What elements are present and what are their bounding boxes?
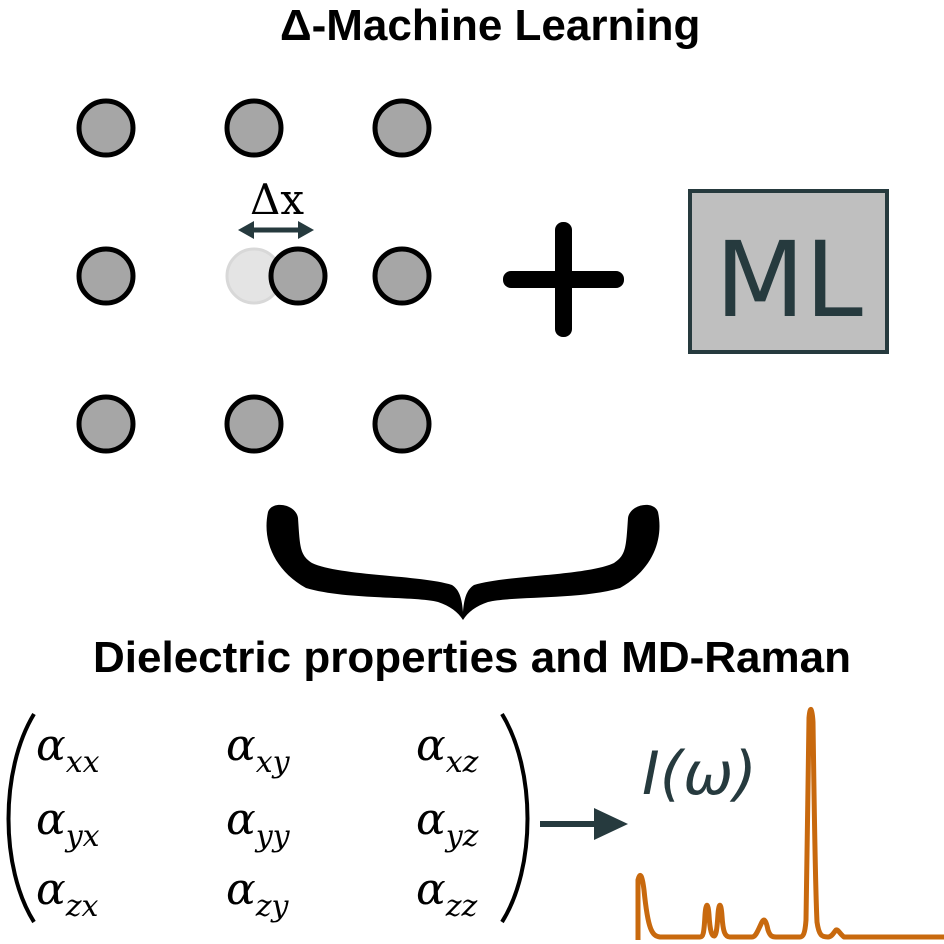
right-parenthesis bbox=[500, 712, 530, 924]
raman-spectrum-curve bbox=[635, 707, 944, 940]
atom bbox=[224, 98, 284, 158]
displacement-arrow bbox=[238, 221, 314, 239]
atom bbox=[76, 394, 136, 454]
tensor-element: αyz bbox=[416, 794, 479, 854]
ml-box: ML bbox=[678, 183, 902, 361]
atom bbox=[224, 394, 284, 454]
atom bbox=[372, 246, 432, 306]
tensor-element: αzy bbox=[226, 864, 290, 924]
atom bbox=[372, 394, 432, 454]
tensor-element: αxx bbox=[36, 720, 100, 780]
tensor-element: αxz bbox=[416, 720, 479, 780]
tensor-element: αxy bbox=[226, 720, 291, 780]
tensor-element: αzz bbox=[416, 864, 478, 924]
diagram-title: Δ-Machine Learning bbox=[280, 1, 701, 50]
ml-box-label: ML bbox=[715, 219, 863, 341]
right-arrow-icon bbox=[540, 808, 628, 840]
atom bbox=[76, 246, 136, 306]
curly-brace bbox=[266, 504, 660, 620]
diagram-subtitle: Dielectric properties and MD-Raman bbox=[93, 633, 851, 682]
polarizability-tensor: αxx αxy αxz αyx αyy αyz αzx αzy αzz bbox=[6, 712, 530, 924]
tensor-element: αyx bbox=[36, 794, 100, 854]
spectrum-label: I(ω) bbox=[642, 739, 757, 809]
atom bbox=[76, 98, 136, 158]
plus-icon bbox=[503, 222, 624, 337]
left-parenthesis bbox=[6, 712, 36, 924]
displacement-label: Δx bbox=[250, 175, 304, 224]
atom bbox=[372, 98, 432, 158]
atom-lattice bbox=[76, 98, 432, 454]
tensor-element: αzx bbox=[36, 864, 99, 924]
atom-displaced bbox=[268, 246, 328, 306]
tensor-element: αyy bbox=[226, 794, 291, 854]
